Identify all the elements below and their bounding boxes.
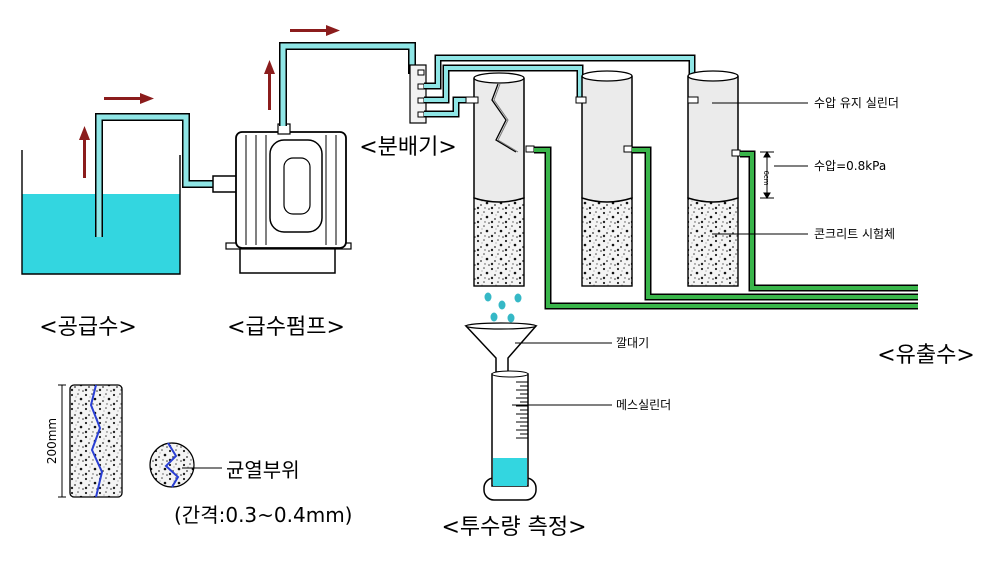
supply-pipe [95,113,215,237]
funnel-annotation: 깔대기 [616,336,649,350]
outflow-label: <유출수> [877,343,975,368]
cylinder-2 [581,70,633,287]
pump [212,123,352,274]
pressure-annotation: 수압=0.8kPa [814,159,886,173]
arrow-up-icon [264,60,275,110]
cylinder-3 [687,70,741,287]
distributor-label: <분배기> [359,135,457,160]
arrow-right-icon [290,25,340,36]
mess-cylinder [483,370,537,501]
arrow-up-icon [79,126,90,178]
mess-cylinder-annotation: 메스실린더 [616,398,671,412]
arrow-right-icon [104,93,154,104]
pressure-dimension [760,151,774,199]
flow-arrows [79,25,340,178]
permeability-label: <투수량 측정> [441,515,586,540]
specimen-side-view [58,384,123,498]
cylinder-annotation: 수압 유지 실린더 [814,96,899,110]
crack-gap-label: (간격:0.3~0.4mm) [174,503,352,527]
supply-pump-label: <급수펌프> [227,315,345,340]
distributor [409,64,427,124]
outflow-pipes [534,146,918,310]
distribution-pipes [424,54,696,118]
cylinder-inlets [465,96,699,104]
dimension-label: 6cm [762,170,770,185]
supply-water-label: <공급수> [39,315,137,340]
crack-label: 균열부위 [226,458,300,482]
pump-outlet-pipe [279,42,420,126]
height-label: 200mm [45,418,59,464]
specimen-top-view [149,442,222,488]
leader-lines [512,102,808,406]
funnel [464,322,538,373]
specimen-annotation: 콘크리트 시험체 [814,227,895,241]
water-drips [484,292,522,323]
cylinder-1 [473,72,535,287]
